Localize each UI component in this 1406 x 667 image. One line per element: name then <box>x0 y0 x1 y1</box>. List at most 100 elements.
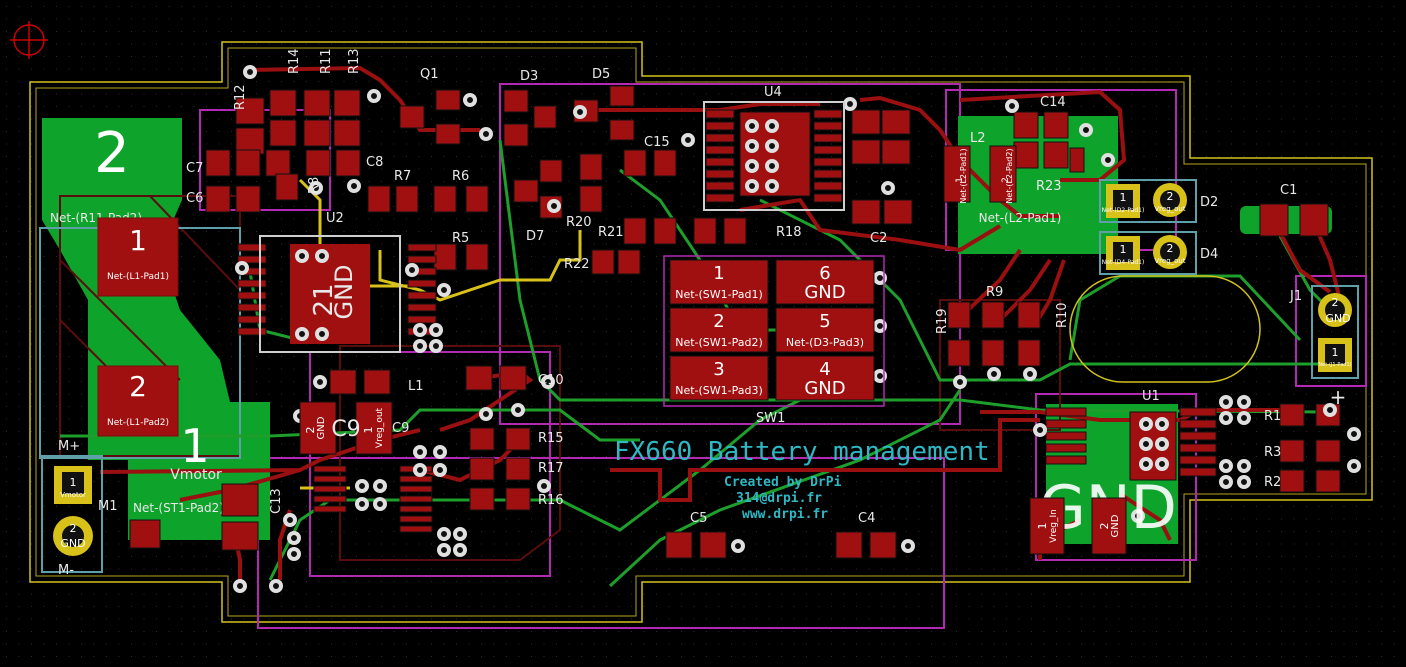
oval-outline <box>1069 275 1261 383</box>
l2-inductor: 1 Net-(L2-Pad1) 2 Net-(L2-Pad2) Net-(L2-… <box>955 148 1061 225</box>
svg-text:M1: M1 <box>98 499 118 514</box>
svg-text:Vreg_out: Vreg_out <box>1154 205 1185 213</box>
svg-text:Vreg_out: Vreg_out <box>375 407 385 448</box>
svg-text:2: 2 <box>1001 177 1011 183</box>
refdes-q1: Q1 <box>420 67 439 82</box>
svg-text:Net-(L1-Pad2): Net-(L1-Pad2) <box>107 418 169 428</box>
refdes-u1: U1 <box>1142 389 1160 404</box>
refdes-r23: R23 <box>1036 179 1062 194</box>
refdes-l1: L1 <box>408 379 424 394</box>
svg-text:Net-(D2-Pad1): Net-(D2-Pad1) <box>1102 207 1145 214</box>
board-title: FX660 Battery management <box>614 437 990 467</box>
big-label-2: 2 <box>94 121 130 186</box>
svg-text:1: 1 <box>1120 243 1127 256</box>
svg-text:1: 1 <box>70 476 77 489</box>
refdes-r14: R14 <box>287 48 302 74</box>
svg-text:2: 2 <box>94 121 130 186</box>
svg-text:Net-(J1-Pad1): Net-(J1-Pad1) <box>1318 362 1351 368</box>
svg-text:Net-(L2-Pad1): Net-(L2-Pad1) <box>979 211 1062 225</box>
refdes-d5: D5 <box>592 67 610 82</box>
d4-connector[interactable]: 1 Net-(D4-Pad1) 2 Vreg_out <box>1099 231 1197 275</box>
svg-text:2: 2 <box>304 427 317 434</box>
refdes-d7: D7 <box>526 229 544 244</box>
refdes-r6: R6 <box>452 169 469 184</box>
refdes-r15: R15 <box>538 431 564 446</box>
refdes-l2: L2 <box>970 131 986 146</box>
refdes-j1: J1 <box>1289 289 1302 304</box>
svg-text:2: 2 <box>129 370 147 403</box>
refdes-c2: C2 <box>870 231 887 246</box>
sw1-pads: 1Net-(SW1-Pad1)6GND2Net-(SW1-Pad2)5Net-(… <box>669 259 875 401</box>
l1-pad2[interactable]: 2 Net-(L1-Pad2) <box>97 365 179 437</box>
refdes-c4: C4 <box>858 511 875 526</box>
u1-power-pads[interactable]: GND 1 Vreg_In 2 GND <box>1029 473 1177 555</box>
sw1-pad-net: Net-(D3-Pad3) <box>786 336 864 349</box>
svg-text:M+: M+ <box>58 439 80 454</box>
svg-text:GND: GND <box>330 264 358 319</box>
sw1-pad-number: 1 <box>713 263 724 284</box>
svg-text:1: 1 <box>129 224 147 257</box>
svg-text:2: 2 <box>70 522 77 535</box>
m1-pad1[interactable]: 1 Vmotor <box>54 466 92 504</box>
refdes-c9-small: C9 <box>392 421 409 436</box>
svg-text:Net-(L1-Pad1): Net-(L1-Pad1) <box>107 272 169 282</box>
refdes-r16: R16 <box>538 493 564 508</box>
svg-text:GND: GND <box>60 537 85 550</box>
j1-connector[interactable]: 2 GND 1 Net-(J1-Pad1) <box>1311 285 1359 379</box>
svg-text:1: 1 <box>1332 346 1339 359</box>
sw1-pad-net: GND <box>804 378 845 399</box>
svg-text:1: 1 <box>955 177 965 183</box>
refdes-r13: R13 <box>347 48 362 74</box>
plus-sign-label: + <box>1330 385 1347 409</box>
refdes-r17: R17 <box>538 461 564 476</box>
origin-crosshair-icon <box>10 21 48 59</box>
refdes-r21: R21 <box>598 225 624 240</box>
refdes-r11: R11 <box>319 48 334 74</box>
refdes-d3: D3 <box>520 69 538 84</box>
svg-text:Vreg_In: Vreg_In <box>1049 509 1059 543</box>
refdes-r2: R2 <box>1264 475 1281 490</box>
sw1-pad-net: GND <box>804 282 845 303</box>
vmotor-label: Vmotor <box>170 467 222 483</box>
connector-m1: M+ M- M1 <box>41 439 118 578</box>
refdes-r7: R7 <box>394 169 411 184</box>
credit-line-1: Created by DrPi <box>724 475 842 490</box>
svg-text:C9: C9 <box>331 417 360 442</box>
refdes-sw1: SW1 <box>756 411 785 426</box>
svg-text:21: 21 <box>309 283 339 316</box>
refdes-c6: C6 <box>186 191 203 206</box>
c9-pads[interactable]: 2 GND 1 Vreg_out C9 <box>299 401 393 455</box>
refdes-r19: R19 <box>935 308 950 334</box>
sw1-pad-number: 4 <box>819 359 830 380</box>
switch-sw1 <box>663 255 885 407</box>
refdes-u4: U4 <box>764 85 782 100</box>
st1-net-label: Net-(ST1-Pad2) <box>133 501 224 515</box>
sw1-pad-net: Net-(SW1-Pad1) <box>675 288 763 301</box>
l1-pad1[interactable]: 1 Net-(L1-Pad1) <box>97 217 179 297</box>
refdes-r5: R5 <box>452 231 469 246</box>
refdes-r8: R8 <box>307 177 322 194</box>
refdes-c5: C5 <box>690 511 707 526</box>
sw1-pad-number: 3 <box>713 359 724 380</box>
d2-connector[interactable]: 1 Net-(D2-Pad1) 2 Vreg_out <box>1099 179 1197 223</box>
m1-pad2[interactable]: 2 GND <box>53 516 93 556</box>
refdes-r18: R18 <box>776 225 802 240</box>
refdes-c7: C7 <box>186 161 203 176</box>
refdes-r20: R20 <box>566 215 592 230</box>
svg-text:GND: GND <box>1110 514 1121 537</box>
svg-text:1: 1 <box>362 427 375 434</box>
sw1-pad-net: Net-(SW1-Pad2) <box>675 336 763 349</box>
u4-outline <box>703 101 845 211</box>
refdes-c14: C14 <box>1040 95 1066 110</box>
credit-line-3: www.drpi.fr <box>742 507 828 522</box>
sw1-pad-number: 6 <box>819 263 830 284</box>
svg-text:Net-(L2-Pad2): Net-(L2-Pad2) <box>1005 148 1014 203</box>
refdes-d2: D2 <box>1200 195 1218 210</box>
